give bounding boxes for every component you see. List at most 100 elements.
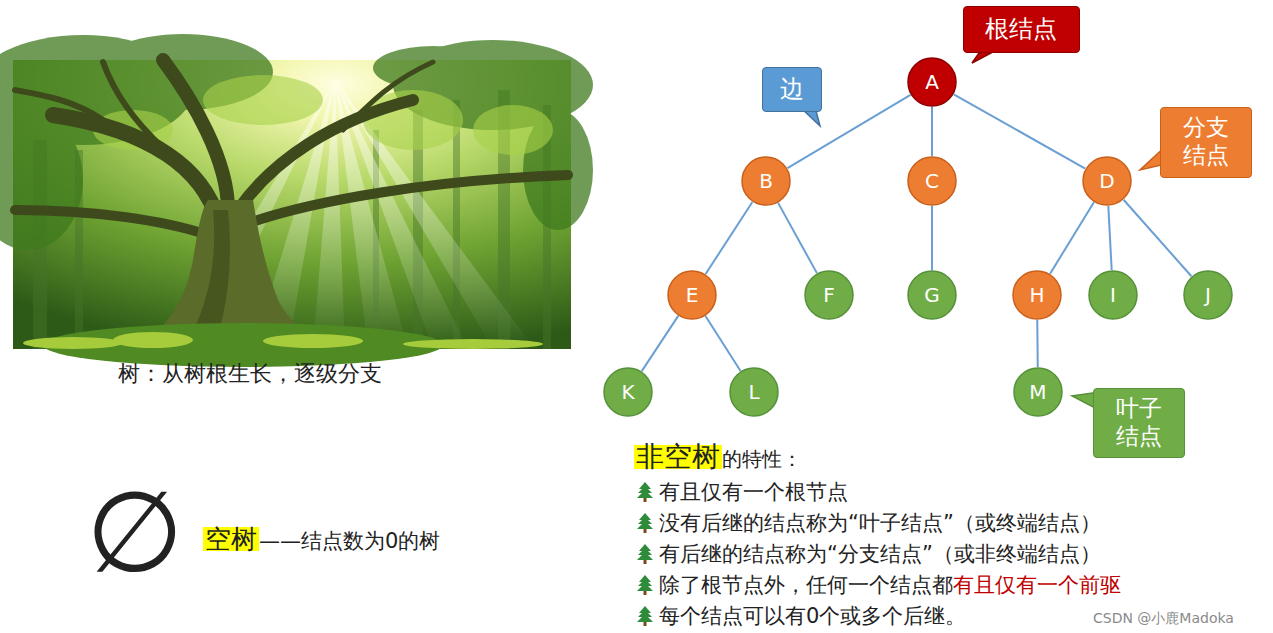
tree-node-circle: K [603, 367, 653, 417]
circle-shape [730, 368, 778, 416]
callout-box: 边 [762, 67, 822, 112]
node-letter: F [823, 283, 835, 307]
circle-shape [1089, 271, 1137, 319]
text-line: 有后继的结点称为“分支结点”（或非终端结点） [636, 542, 1101, 566]
illustration-part [453, 100, 460, 349]
text-line: 有且仅有一个根节点 [636, 480, 848, 504]
illustration-part [103, 62, 163, 148]
tree-node-circle: B [741, 156, 791, 206]
tree-edge [1050, 202, 1094, 273]
circle-shape [908, 271, 956, 319]
circle-shape [742, 157, 790, 205]
callout-text: 叶子 结点 [1113, 395, 1166, 450]
note-text: 有且仅有一个根节点 [659, 480, 848, 504]
text-line: 没有后继的结点称为“叶子结点”（或终端结点） [636, 511, 1101, 535]
moss-highlights [23, 332, 543, 349]
illustration-part [0, 110, 83, 250]
note-text: 非空树 [634, 445, 722, 469]
tree-bullet-icon [636, 512, 654, 534]
tree-edge [1124, 200, 1192, 277]
callout-box: 根结点 [963, 6, 1080, 53]
tree-node-circle: F [804, 270, 854, 320]
tree-edge [931, 107, 933, 156]
node-letter: D [1099, 169, 1114, 193]
tree-node-circle: H [1012, 270, 1062, 320]
tree-bullet-icon [636, 543, 654, 565]
illustration-part [403, 339, 543, 349]
illustration-part [53, 115, 218, 220]
tree-node-circle: M [1013, 367, 1063, 417]
circle-shape [1184, 271, 1232, 319]
circle-shape [1014, 368, 1062, 416]
circle-shape [604, 368, 652, 416]
node-letter: J [1205, 283, 1211, 307]
node-letter: M [1029, 380, 1046, 404]
note-text: ∅ [86, 476, 184, 588]
text-line: 非空树的特性： [634, 445, 802, 471]
tree-icon-layer [637, 583, 653, 591]
tree-bullet-icon [636, 605, 654, 627]
tree-edge [1036, 320, 1038, 367]
text-line: 除了根节点外，任何一个结点都有且仅有一个前驱 [636, 573, 1121, 597]
tree-edge [954, 94, 1085, 168]
node-letter: G [924, 283, 940, 307]
illustration-part [23, 337, 123, 349]
circle-shape [908, 157, 956, 205]
tree-node-circle: C [907, 156, 957, 206]
foliage [0, 34, 593, 250]
node-letter: L [748, 380, 759, 404]
illustration-part [113, 332, 193, 348]
callout-text: 分支 结点 [1180, 114, 1233, 169]
tree-edge [931, 206, 933, 270]
note-text: 空树 [203, 527, 259, 551]
tree-branches [15, 60, 568, 235]
callout-text: 边 [780, 75, 804, 104]
illustration-part [15, 210, 208, 235]
tree-edge [705, 316, 740, 371]
callout-box: 叶子 结点 [1093, 388, 1185, 458]
circle-shape [805, 271, 853, 319]
callout-pointers [800, 46, 1166, 410]
tree-edge [642, 316, 678, 371]
node-letter: E [686, 283, 699, 307]
note-text: CSDN @小鹿Madoka [1093, 606, 1234, 630]
node-letter: C [925, 169, 939, 193]
tree-edge [1108, 206, 1111, 270]
text-line: 每个结点可以有0个或多个后继。 [636, 604, 966, 628]
node-letter: I [1110, 283, 1116, 307]
node-letter: H [1029, 283, 1044, 307]
tree-icon-layer [637, 552, 653, 560]
tree-node-circle: G [907, 270, 957, 320]
callout-box: 分支 结点 [1160, 107, 1252, 178]
note-text: ——结点数为0的树 [259, 529, 440, 553]
tree-bullet-icon [636, 481, 654, 503]
circle-shape [908, 58, 956, 106]
node-letter: K [621, 380, 634, 404]
tree-edge [706, 202, 753, 274]
illustration-part [203, 75, 323, 125]
tree-node-circle: I [1088, 270, 1138, 320]
tree-photo [0, 34, 593, 367]
tree-node-circle: D [1082, 156, 1132, 206]
callout-text: 根结点 [985, 15, 1057, 44]
note-text: 每个结点可以有0个或多个后继。 [659, 604, 966, 628]
illustration-part [343, 62, 433, 130]
text-line: 空树——结点数为0的树 [203, 527, 440, 553]
node-letter: B [759, 169, 773, 193]
illustration-part [15, 90, 103, 120]
node-letter: A [925, 70, 939, 94]
note-text: 除了根节点外，任何一个结点都 [659, 573, 953, 597]
note-text: 有后继的结点称为“分支结点”（或非终端结点） [659, 542, 1101, 566]
circle-shape [1083, 157, 1131, 205]
tree-node-circle: A [907, 57, 957, 107]
text-line: 树：从树根生长，逐级分支 [118, 362, 382, 386]
tree-bullet-icon [636, 574, 654, 596]
tree-icon-layer [637, 521, 653, 529]
tree-node-circle: L [729, 367, 779, 417]
illustration-part [473, 105, 553, 155]
note-text: 没有后继的结点称为“叶子结点”（或终端结点） [659, 511, 1101, 535]
